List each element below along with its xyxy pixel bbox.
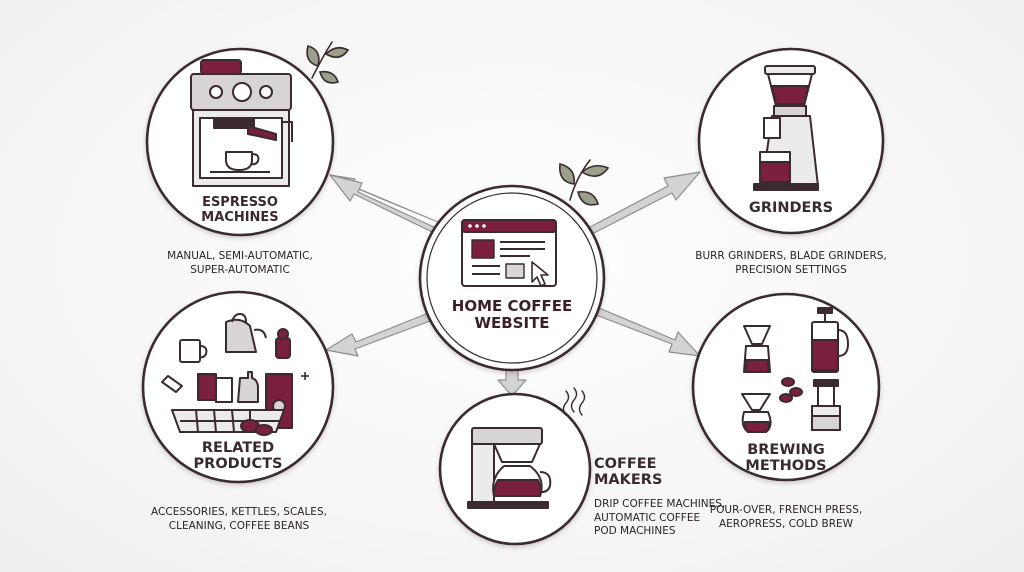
brewing-details: POUR-OVER, FRENCH PRESS,AEROPRESS, COLD … (709, 504, 863, 530)
browser-window-icon (461, 219, 557, 287)
grinders-details: BURR GRINDERS, BLADE GRINDERS,PRECISION … (695, 250, 887, 276)
arrow-to-related (325, 309, 439, 357)
accessories-basket-icon (161, 313, 293, 436)
grinders-title: GRINDERS (748, 200, 834, 216)
plus-icon (301, 372, 309, 380)
espresso-machine-icon (190, 59, 293, 187)
brewing-equipment-icon (741, 307, 849, 433)
related-details: ACCESSORIES, KETTLES, SCALES,CLEANING, C… (151, 506, 327, 532)
connector-arrows (325, 171, 701, 397)
leaf-sprig-center-icon (558, 159, 610, 206)
drip-coffee-maker-icon (467, 427, 552, 509)
arrow-to-grinders (587, 171, 701, 235)
steam-icon (562, 387, 586, 416)
center-inner-ring (426, 192, 598, 364)
leaf-sprig-icon (306, 41, 350, 84)
coffee-grinder-icon (753, 65, 819, 191)
espresso-details: MANUAL, SEMI-AUTOMATIC,SUPER-AUTOMATIC (167, 250, 313, 276)
arrow-to-brewing (587, 304, 701, 357)
arrow-to-espresso (329, 174, 439, 233)
